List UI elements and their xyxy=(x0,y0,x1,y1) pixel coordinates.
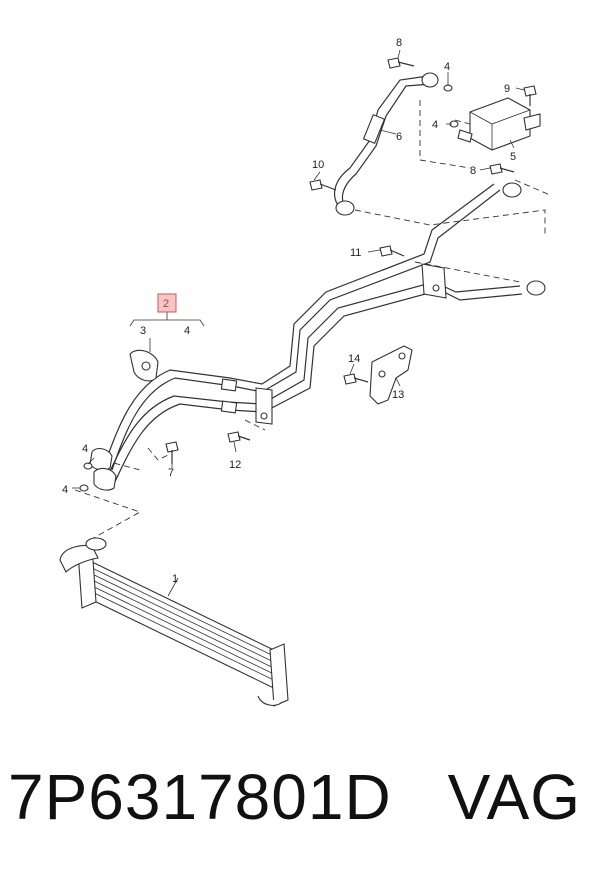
callout-8-b: 8 xyxy=(470,165,476,177)
cooler-lines xyxy=(89,182,546,491)
part-number: 7P6317801D xyxy=(8,761,392,833)
bracket xyxy=(369,345,413,405)
bolts xyxy=(165,57,537,464)
leader-lines xyxy=(72,49,525,597)
callout-5: 5 xyxy=(510,151,516,163)
callout-12: 12 xyxy=(229,459,241,471)
callout-1: 1 xyxy=(172,573,178,585)
callout-4-group: 4 xyxy=(184,325,190,337)
callout-13: 13 xyxy=(392,389,404,401)
callout-6: 6 xyxy=(396,131,402,143)
control-unit xyxy=(457,97,541,151)
callout-4-b: 4 xyxy=(432,119,438,131)
callout-4-c: 4 xyxy=(82,443,88,455)
seals xyxy=(79,84,459,492)
callout-11: 11 xyxy=(350,247,361,259)
callout-9: 9 xyxy=(504,83,510,95)
callout-4-d: 4 xyxy=(62,484,68,496)
callout-2: 2 xyxy=(163,298,169,310)
oil-cooler xyxy=(59,537,289,707)
parts-diagram: .ln { stroke: #333; fill: none; stroke-w… xyxy=(59,37,551,707)
callout-8-a: 8 xyxy=(396,37,402,49)
guide-lines xyxy=(74,100,551,541)
brand-name: VAG xyxy=(447,761,582,833)
callouts: 1 2 3 4 4 4 4 4 5 6 7 8 8 9 10 11 12 13 … xyxy=(62,37,516,585)
callout-3: 3 xyxy=(140,325,146,337)
callout-7: 7 xyxy=(168,467,174,479)
callout-10: 10 xyxy=(312,159,324,171)
callout-14: 14 xyxy=(348,353,360,365)
part-caption: 7P6317801D VAG xyxy=(8,752,592,842)
callout-4-a: 4 xyxy=(444,61,450,73)
callout-highlight-box xyxy=(157,293,177,313)
upper-pipe xyxy=(333,72,439,216)
